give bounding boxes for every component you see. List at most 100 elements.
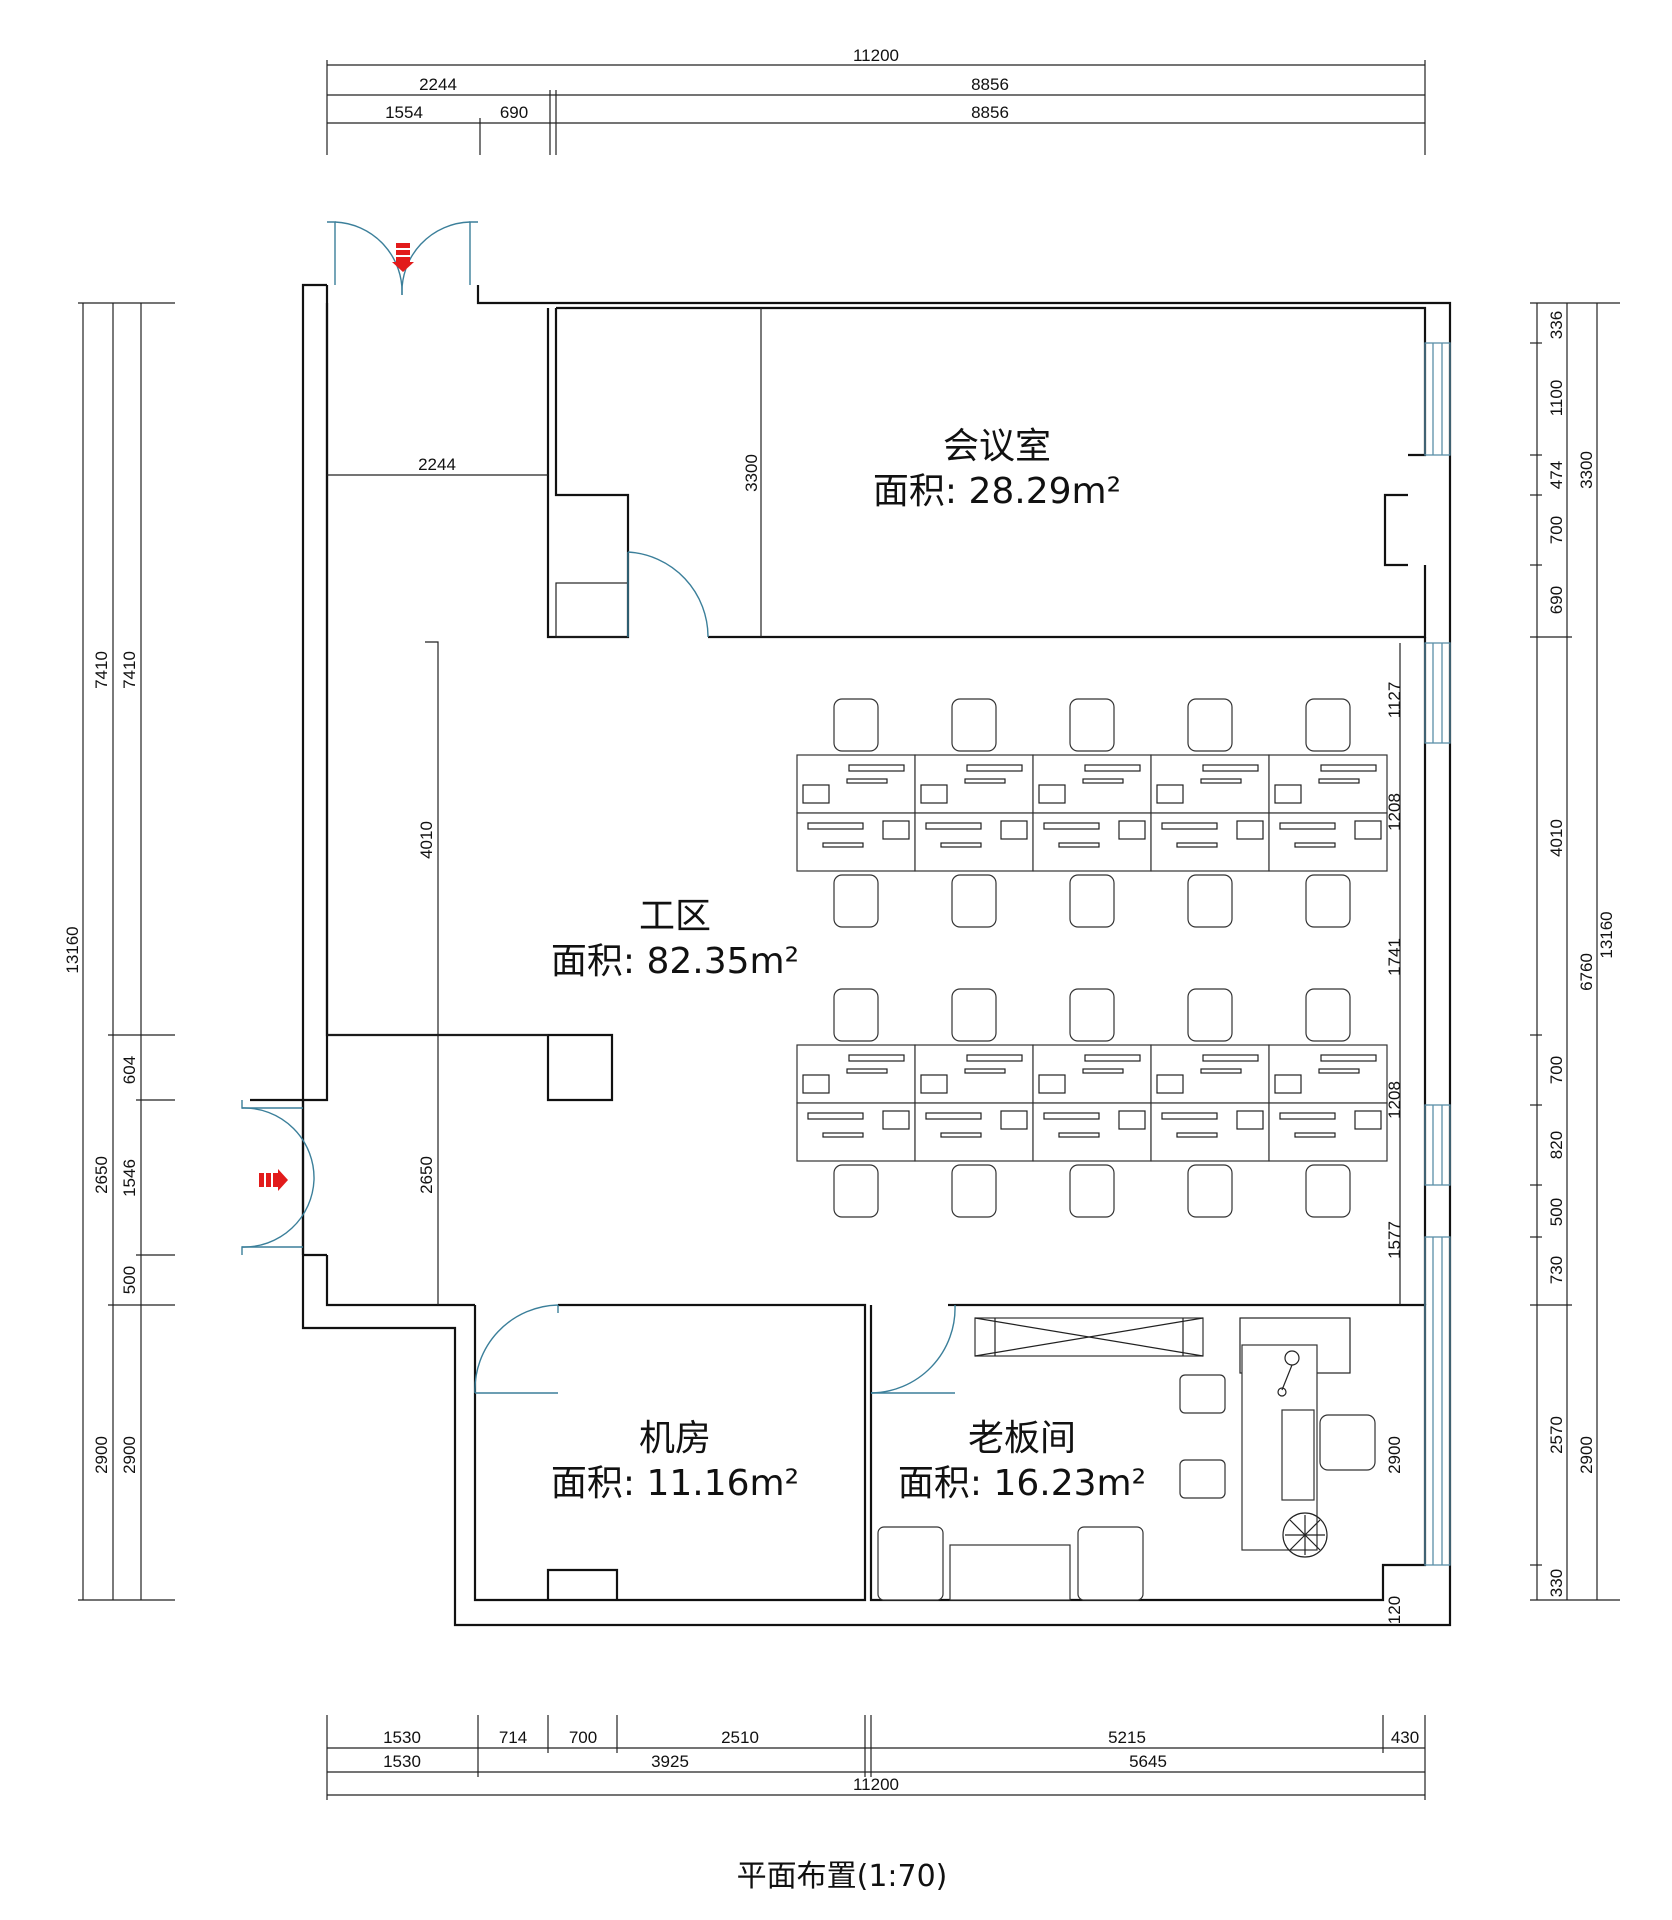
- dim-work-height: 4010: [417, 821, 436, 859]
- dim-gap-1741: 1741: [1385, 938, 1404, 976]
- monitor: [1161, 1112, 1218, 1120]
- bottom-dimensions: 1530 714 700 2510 5215 430 1530 3925 564…: [326, 1715, 1426, 1800]
- keyboard: [1294, 842, 1336, 848]
- tray: [1274, 784, 1302, 804]
- dim-bottom-3925: 3925: [651, 1752, 689, 1771]
- dim-top-entry: 1554: [385, 103, 423, 122]
- desk: [914, 1102, 1034, 1162]
- monitor: [925, 822, 982, 830]
- dim-desk-1208b: 1208: [1385, 1081, 1404, 1119]
- chair: [1305, 698, 1351, 752]
- dim-desk-1208: 1208: [1385, 793, 1404, 831]
- dim-bottom-714: 714: [499, 1728, 527, 1747]
- desk: [1150, 1044, 1270, 1104]
- dim-left-total: 13160: [63, 926, 82, 973]
- tray: [882, 820, 910, 840]
- monitor: [1202, 764, 1259, 772]
- dim-top-corridor: 2244: [419, 75, 457, 94]
- dim-bottom-2510: 2510: [721, 1728, 759, 1747]
- chair: [951, 988, 997, 1042]
- dim-right-2900: 2900: [1577, 1436, 1596, 1474]
- dim-corridor: 2244: [418, 455, 456, 474]
- keyboard: [964, 1068, 1006, 1074]
- keyboard: [940, 842, 982, 848]
- keyboard: [1318, 778, 1360, 784]
- desk: [1150, 754, 1270, 814]
- dim-boss-bottom: 120: [1385, 1596, 1404, 1624]
- chair: [1305, 874, 1351, 928]
- chair: [951, 698, 997, 752]
- dim-left-1546: 1546: [120, 1159, 139, 1197]
- dim-right-2570: 2570: [1547, 1416, 1566, 1454]
- dim-left-lower: 2900: [92, 1436, 111, 1474]
- monitor: [925, 1112, 982, 1120]
- desk: [1150, 1102, 1270, 1162]
- keyboard: [1176, 1132, 1218, 1138]
- dim-top-total: 11200: [853, 46, 899, 65]
- desk: [1150, 812, 1270, 872]
- keyboard: [1058, 842, 1100, 848]
- sofa-left: [877, 1526, 944, 1601]
- left-dimensions: 13160 7410 2650 2900 7410 604 1546 500 2…: [63, 302, 175, 1601]
- workstations: [796, 698, 1388, 1218]
- desk: [1268, 1044, 1388, 1104]
- desk: [796, 812, 916, 872]
- chair: [951, 1164, 997, 1218]
- chair: [1069, 1164, 1115, 1218]
- desk: [1268, 754, 1388, 814]
- dim-right-474: 474: [1547, 461, 1566, 489]
- room-area-work: 面积: 82.35m²: [551, 941, 799, 982]
- monitor: [966, 764, 1023, 772]
- dim-left-upper: 7410: [92, 651, 111, 689]
- dim-bottom-total: 11200: [853, 1775, 899, 1794]
- chair: [833, 874, 879, 928]
- dim-right-4010: 4010: [1547, 819, 1566, 857]
- tray: [1236, 1110, 1264, 1130]
- dim-bottom-1530b: 1530: [383, 1752, 421, 1771]
- tray: [920, 784, 948, 804]
- desk: [796, 754, 916, 814]
- monitor: [807, 822, 864, 830]
- monitor: [1279, 822, 1336, 830]
- dim-meeting-height: 3300: [742, 454, 761, 492]
- monitor: [1320, 764, 1377, 772]
- chair: [1187, 874, 1233, 928]
- dim-right-500: 500: [1547, 1198, 1566, 1226]
- dim-left-lower-2: 2900: [120, 1436, 139, 1474]
- keyboard: [1058, 1132, 1100, 1138]
- room-name-server: 机房: [639, 1418, 711, 1459]
- dim-top-door: 690: [500, 103, 528, 122]
- desk: [914, 812, 1034, 872]
- dim-right-730: 730: [1547, 1256, 1566, 1284]
- boss-chair: [1319, 1414, 1376, 1471]
- tray: [1038, 1074, 1066, 1094]
- chair: [1187, 698, 1233, 752]
- desk-return: [1281, 1409, 1315, 1501]
- chair: [1069, 698, 1115, 752]
- dim-gap-1577: 1577: [1385, 1221, 1404, 1259]
- tray: [1354, 1110, 1382, 1130]
- plant-icon: [1282, 1512, 1328, 1558]
- room-area-server: 面积: 11.16m²: [551, 1463, 799, 1504]
- monitor: [966, 1054, 1023, 1062]
- tray: [1038, 784, 1066, 804]
- monitor: [1161, 822, 1218, 830]
- dim-boss-height: 2900: [1385, 1436, 1404, 1474]
- keyboard: [1294, 1132, 1336, 1138]
- dim-right-3300: 3300: [1577, 451, 1596, 489]
- dim-left-entry: 2650: [92, 1156, 111, 1194]
- keyboard: [1176, 842, 1218, 848]
- dim-right-1100: 1100: [1547, 380, 1566, 417]
- monitor: [1084, 764, 1141, 772]
- tray: [1000, 820, 1028, 840]
- dim-left-604: 604: [120, 1056, 139, 1084]
- room-area-meeting: 面积: 28.29m²: [873, 471, 1121, 512]
- dim-bottom-5215: 5215: [1108, 1728, 1146, 1747]
- tray: [1118, 1110, 1146, 1130]
- room-name-work: 工区: [639, 896, 711, 937]
- guest-chair-1: [1179, 1374, 1226, 1414]
- chair: [833, 698, 879, 752]
- desk: [1032, 1044, 1152, 1104]
- tray: [802, 1074, 830, 1094]
